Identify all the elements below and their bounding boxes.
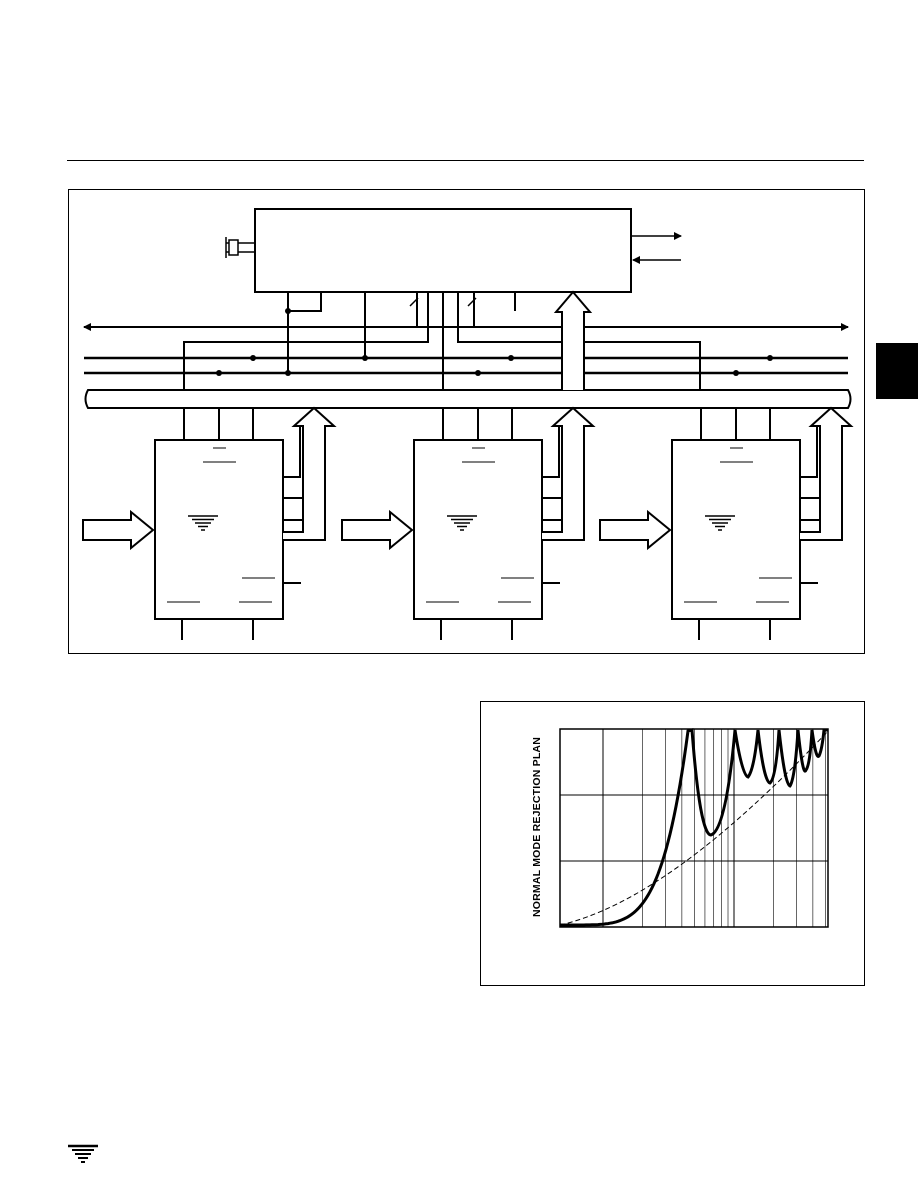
analog-input-arrow [599,509,672,551]
analog-input-arrow [82,509,155,551]
block-diagram-frame [68,189,865,654]
chart-frame [480,701,865,986]
envelope-line [559,730,829,926]
bus-to-controller-arrow [553,290,593,390]
converter-block [671,439,801,620]
channel-modules [82,406,854,640]
channel-module-2 [341,406,596,640]
rejection-curve-line [560,728,828,927]
signal-lines [84,356,848,375]
converter-block [154,439,284,620]
junction-dots [216,308,773,376]
channel-module-1 [82,406,337,640]
analog-bus [84,389,852,409]
output-to-bus-arrow [283,406,337,541]
logo-icon [705,515,735,531]
output-to-bus-arrow [542,406,596,541]
logo-icon [188,515,218,531]
header-rule [67,160,864,161]
chart-grid [560,729,828,927]
analog-input-arrow [341,509,414,551]
output-to-bus-arrow [800,406,854,541]
controller-block [254,208,632,293]
logo-icon [447,515,477,531]
section-tab [876,343,918,399]
channel-module-3 [599,406,854,640]
crystal-icon [225,237,255,258]
